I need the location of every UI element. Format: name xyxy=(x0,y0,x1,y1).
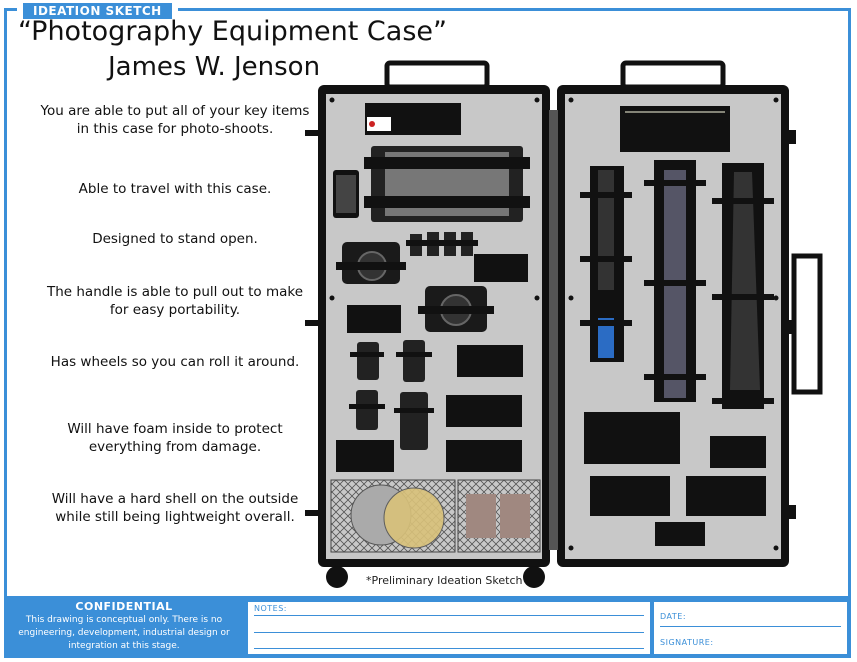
camera-2-icon xyxy=(418,286,494,332)
note-contents: You are able to put all of your key item… xyxy=(40,103,310,137)
tripod xyxy=(580,166,632,362)
note-wheels: Has wheels so you can roll it around. xyxy=(50,354,300,370)
date-signature-block: DATE: SIGNATURE: xyxy=(654,602,847,654)
sketch-title: “Photography Equipment Case” xyxy=(18,16,447,47)
pull-out-handle xyxy=(791,253,823,395)
zip-pouch-small xyxy=(710,436,766,468)
right-handle xyxy=(620,60,726,90)
note-stand: Designed to stand open. xyxy=(92,231,258,247)
signature-label: SIGNATURE: xyxy=(660,638,714,647)
pouch-4 xyxy=(446,395,522,427)
hinge xyxy=(549,110,558,550)
confidential-text: This drawing is conceptual only. There i… xyxy=(18,615,230,651)
notes-label: NOTES: xyxy=(254,604,287,613)
zip-pouch-large xyxy=(584,412,680,464)
umbrella xyxy=(712,163,774,409)
left-handle xyxy=(384,60,490,90)
note-foam: Will have foam inside to protect everyth… xyxy=(67,421,283,455)
zip-pouch-bottom xyxy=(655,522,705,546)
pouch-3 xyxy=(457,345,523,377)
date-label: DATE: xyxy=(660,612,687,621)
ideation-tag: IDEATION SKETCH xyxy=(23,3,172,19)
left-wheel xyxy=(326,566,348,588)
flash-units xyxy=(406,232,478,256)
note-handle: The handle is able to pull out to make f… xyxy=(46,284,304,318)
reflector-gold xyxy=(383,487,445,549)
note-travel: Able to travel with this case. xyxy=(78,181,272,197)
camera-icon xyxy=(336,242,406,284)
pouch-2 xyxy=(347,305,401,333)
zip-pouch-mid xyxy=(590,476,670,516)
pouch-6 xyxy=(446,440,522,472)
notes-field[interactable]: NOTES: xyxy=(248,602,650,654)
title-block: CONFIDENTIAL This drawing is conceptual … xyxy=(4,596,851,658)
pouch-1 xyxy=(474,254,528,282)
note-shell: Will have a hard shell on the outside wh… xyxy=(51,491,299,525)
right-wheel xyxy=(523,566,545,588)
filter-1 xyxy=(466,494,496,538)
author-name: James W. Jenson xyxy=(108,52,321,82)
zip-pouch-top xyxy=(620,106,730,152)
light-stand xyxy=(644,160,706,402)
confidential-title: CONFIDENTIAL xyxy=(75,600,173,613)
confidential-block: CONFIDENTIAL This drawing is conceptual … xyxy=(4,596,244,658)
zip-pouch-right xyxy=(686,476,766,516)
lens-icons xyxy=(349,340,434,450)
pouch-5 xyxy=(336,440,394,472)
preliminary-caption: *Preliminary Ideation Sketch xyxy=(366,574,523,587)
filter-2 xyxy=(500,494,530,538)
